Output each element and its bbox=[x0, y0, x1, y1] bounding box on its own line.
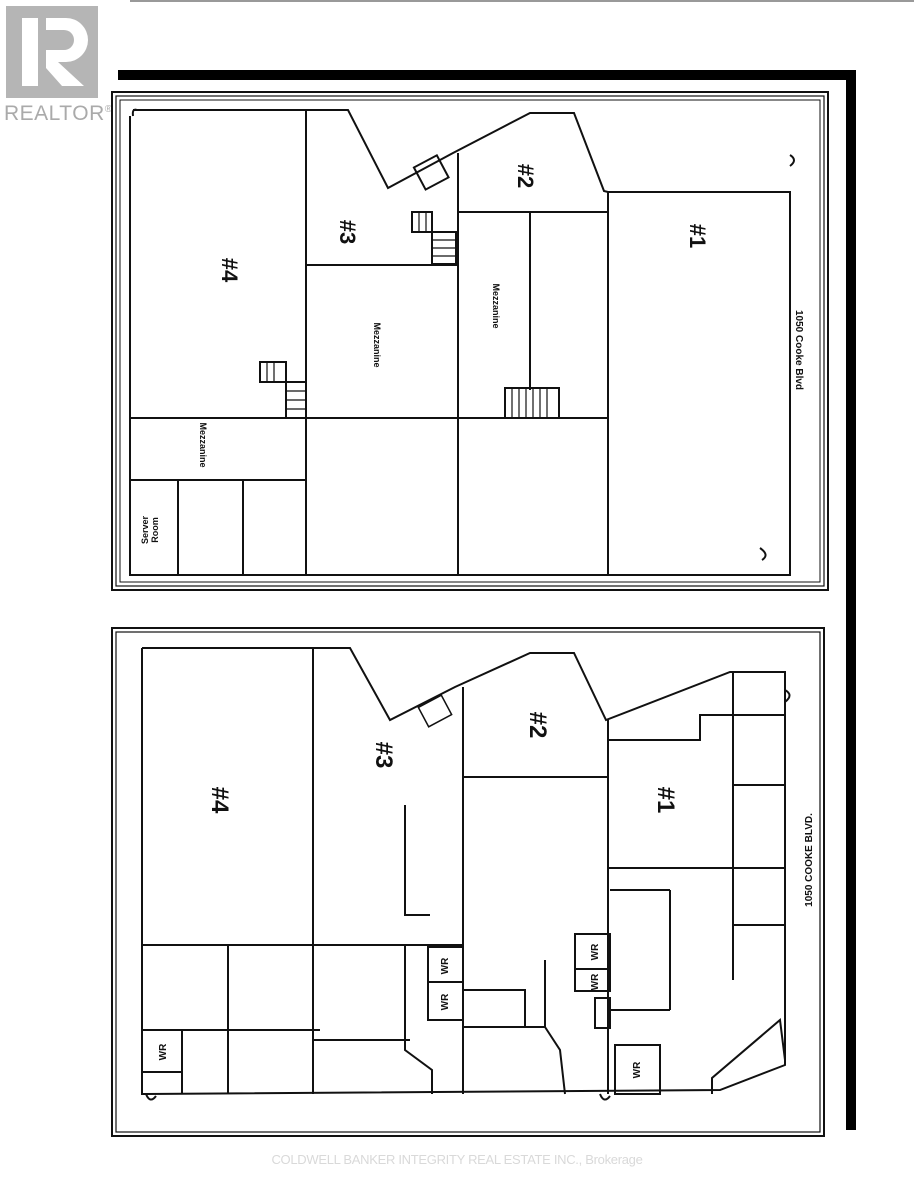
upper-mezzanine-label: Mezzanine bbox=[372, 322, 382, 367]
lower-plan-labels: #4 #3 #2 #1 1050 COOKE BLVD. WR WR WR WR… bbox=[158, 712, 815, 1079]
lower-address-label: 1050 COOKE BLVD. bbox=[804, 813, 815, 907]
lower-unit-3-label: #3 bbox=[370, 742, 397, 769]
realtor-wordmark: REALTOR® bbox=[4, 102, 113, 125]
brokerage-watermark: COLDWELL BANKER INTEGRITY REAL ESTATE IN… bbox=[271, 1152, 643, 1167]
frame-shadow-top bbox=[118, 70, 856, 80]
lower-floor-plan bbox=[111, 627, 825, 1137]
washroom-label: WR bbox=[590, 943, 601, 960]
frame-shadow-right bbox=[846, 70, 856, 1130]
washroom-label: WR bbox=[440, 957, 451, 974]
lower-unit-1-label: #1 bbox=[652, 787, 679, 814]
upper-floor-plan bbox=[111, 91, 829, 591]
washroom-label: WR bbox=[632, 1061, 643, 1078]
realtor-logo: REALTOR® bbox=[4, 6, 112, 126]
washroom-label: WR bbox=[590, 973, 601, 990]
upper-unit-4-label: #4 bbox=[217, 258, 242, 283]
washroom-label: WR bbox=[158, 1043, 169, 1060]
upper-unit-1-label: #1 bbox=[685, 224, 710, 248]
scan-top-edge bbox=[130, 0, 914, 2]
upper-unit-2-label: #2 bbox=[513, 164, 538, 188]
lower-stair bbox=[417, 694, 453, 728]
realtor-r-icon bbox=[6, 6, 98, 98]
washroom-label: WR bbox=[440, 993, 451, 1010]
lower-unit-2-label: #2 bbox=[524, 712, 551, 739]
upper-unit-3-label: #3 bbox=[335, 220, 360, 244]
upper-mezzanine-label: Mezzanine bbox=[491, 283, 501, 328]
server-room-label: Server bbox=[140, 515, 150, 544]
lower-unit-4-label: #4 bbox=[206, 787, 233, 814]
server-room-label: Room bbox=[150, 517, 160, 543]
upper-mezzanine-label: Mezzanine bbox=[198, 422, 208, 467]
upper-plan-labels: #4 #3 #2 #1 Mezzanine Mezzanine Mezzanin… bbox=[140, 164, 804, 544]
upper-address-label: 1050 Cooke Blvd bbox=[793, 310, 804, 390]
upper-stair-treads bbox=[266, 212, 548, 418]
